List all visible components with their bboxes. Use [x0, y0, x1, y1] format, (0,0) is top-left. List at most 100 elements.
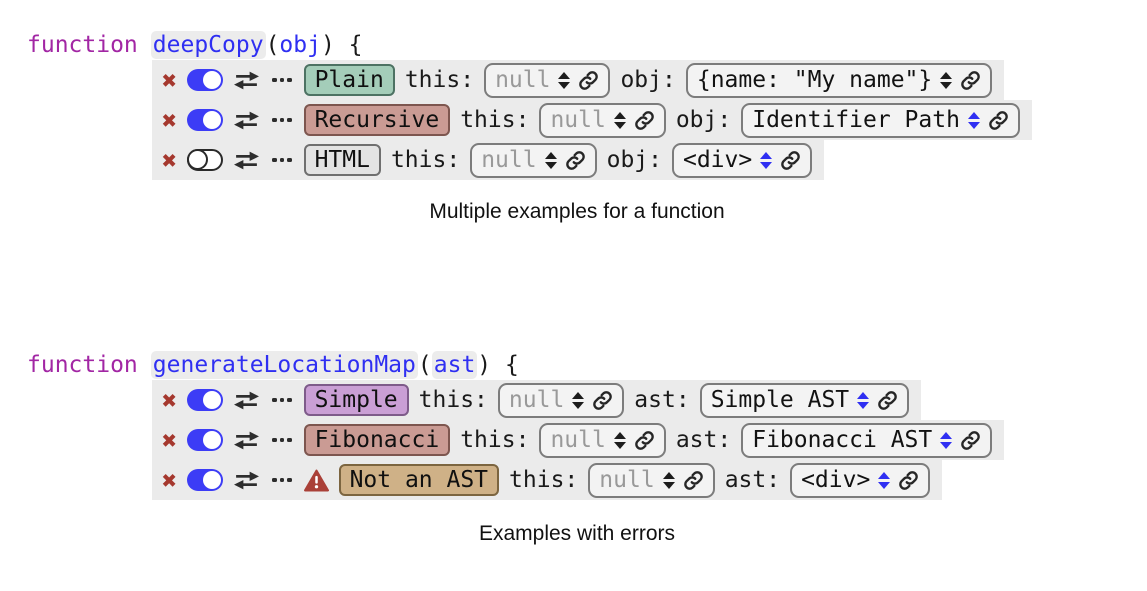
toggle-knob [203, 71, 222, 89]
field-value[interactable]: Fibonacci AST [752, 427, 933, 453]
example-name-badge[interactable]: Plain [303, 64, 395, 96]
field-value[interactable]: null [508, 387, 565, 413]
field-label-this: this: [418, 387, 488, 413]
link-icon[interactable] [634, 110, 655, 131]
more-options-icon[interactable] [270, 157, 294, 163]
ast-value-field[interactable]: <div> [790, 462, 931, 498]
field-value[interactable]: <div> [682, 147, 753, 173]
example-row-fibonacci: ✖ Fibonacci this: null ast: Fibonacci AS… [152, 420, 1005, 460]
swap-arrows-icon[interactable] [233, 110, 260, 131]
obj-value-field[interactable]: {name: "My name"} [685, 62, 993, 98]
field-label-obj: obj: [620, 67, 676, 93]
param-name[interactable]: ast [431, 351, 478, 379]
link-icon[interactable] [634, 430, 655, 451]
link-icon[interactable] [578, 70, 599, 91]
function-name[interactable]: deepCopy [150, 31, 266, 59]
more-options-icon[interactable] [270, 77, 294, 83]
delete-example-icon[interactable]: ✖ [162, 465, 178, 495]
this-value-field[interactable]: null [497, 382, 625, 418]
stepper-icon[interactable] [613, 111, 626, 129]
keyword-function: function [27, 352, 138, 378]
swap-arrows-icon[interactable] [233, 430, 260, 451]
swap-arrows-icon[interactable] [233, 470, 260, 491]
link-icon[interactable] [592, 390, 613, 411]
paren-open: ( [417, 352, 432, 378]
example-toggle-on[interactable] [187, 469, 224, 491]
stepper-icon[interactable] [572, 391, 585, 409]
link-icon[interactable] [960, 70, 981, 91]
delete-example-icon[interactable]: ✖ [162, 385, 178, 415]
field-value[interactable]: Identifier Path [752, 107, 960, 133]
example-row-not-an-ast: ✖ Not an AST this: null ast: <div> [152, 460, 943, 500]
delete-example-icon[interactable]: ✖ [162, 65, 178, 95]
field-value[interactable]: null [550, 427, 606, 453]
stepper-icon[interactable] [940, 431, 953, 449]
link-icon[interactable] [877, 390, 898, 411]
link-icon[interactable] [683, 470, 704, 491]
more-options-icon[interactable] [270, 477, 294, 483]
obj-value-field[interactable]: Identifier Path [741, 102, 1020, 138]
stepper-icon[interactable] [967, 111, 980, 129]
stepper-icon[interactable] [662, 471, 675, 489]
this-value-field[interactable]: null [539, 422, 666, 458]
delete-example-icon[interactable]: ✖ [162, 145, 178, 175]
ast-value-field[interactable]: Simple AST [699, 382, 910, 418]
stepper-icon[interactable] [544, 151, 557, 169]
field-label-ast: ast: [675, 427, 732, 453]
more-options-icon[interactable] [270, 437, 294, 443]
example-toggle-on[interactable] [187, 389, 224, 411]
link-icon[interactable] [898, 470, 919, 491]
example-toggle-on[interactable] [187, 109, 224, 131]
warning-icon[interactable] [304, 469, 329, 492]
field-value[interactable]: null [550, 107, 606, 133]
field-value[interactable]: null [481, 147, 537, 173]
example-row-plain: ✖ Plain this: null obj: {name: "My name"… [152, 60, 1005, 100]
field-label-this: this: [509, 467, 579, 493]
field-value[interactable]: null [495, 67, 551, 93]
field-label-this: this: [390, 147, 461, 173]
example-name-badge[interactable]: Fibonacci [303, 424, 451, 456]
link-icon[interactable] [565, 150, 586, 171]
link-icon[interactable] [960, 430, 981, 451]
example-name-badge[interactable]: HTML [303, 144, 381, 176]
stepper-icon[interactable] [760, 151, 773, 169]
paren-close: ) { [320, 32, 363, 58]
example-toggle-on[interactable] [187, 429, 224, 451]
stepper-icon[interactable] [857, 391, 870, 409]
field-value[interactable]: null [599, 467, 655, 493]
swap-arrows-icon[interactable] [233, 390, 260, 411]
stepper-icon[interactable] [558, 71, 571, 89]
link-icon[interactable] [780, 150, 801, 171]
swap-arrows-icon[interactable] [233, 150, 260, 171]
stepper-icon[interactable] [940, 71, 953, 89]
this-value-field[interactable]: null [470, 142, 597, 178]
this-value-field[interactable]: null [588, 462, 715, 498]
example-row-html: ✖ HTML this: null obj: <div> [152, 140, 825, 180]
field-label-this: this: [460, 427, 530, 453]
swap-arrows-icon[interactable] [233, 70, 260, 91]
delete-example-icon[interactable]: ✖ [162, 105, 178, 135]
stepper-icon[interactable] [613, 431, 626, 449]
example-toggle-off[interactable] [187, 149, 224, 171]
more-options-icon[interactable] [270, 117, 294, 123]
this-value-field[interactable]: null [539, 102, 666, 138]
ast-value-field[interactable]: Fibonacci AST [741, 422, 993, 458]
example-name-badge[interactable]: Recursive [303, 104, 451, 136]
example-name-badge[interactable]: Not an AST [338, 464, 500, 496]
stepper-icon[interactable] [878, 471, 891, 489]
example-name-badge[interactable]: Simple [303, 384, 409, 416]
this-value-field[interactable]: null [484, 62, 611, 98]
example-toggle-on[interactable] [187, 69, 224, 91]
function-name[interactable]: generateLocationMap [150, 351, 418, 379]
more-options-icon[interactable] [270, 397, 294, 403]
field-value[interactable]: {name: "My name"} [696, 67, 933, 93]
toggle-knob [203, 391, 222, 409]
field-value[interactable]: <div> [801, 467, 871, 493]
link-icon[interactable] [988, 110, 1009, 131]
delete-example-icon[interactable]: ✖ [162, 425, 178, 455]
field-value[interactable]: Simple AST [710, 387, 850, 413]
obj-value-field[interactable]: <div> [671, 142, 813, 178]
toggle-knob [187, 149, 209, 170]
figure-caption: Examples with errors [478, 522, 676, 545]
